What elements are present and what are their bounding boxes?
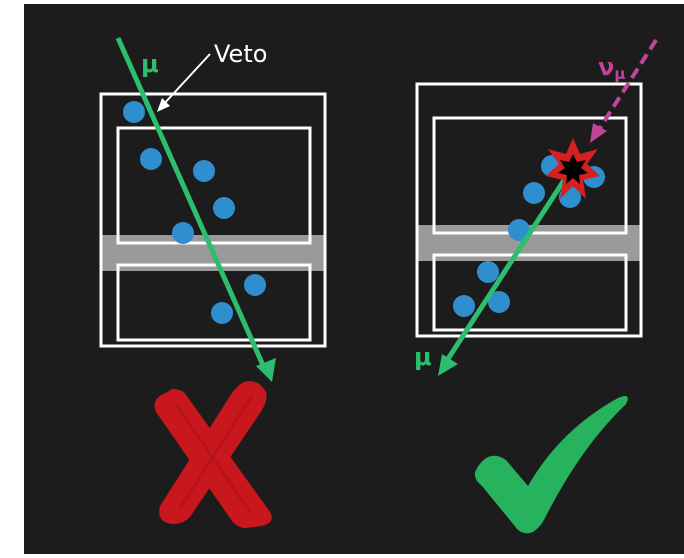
neutrino-track xyxy=(598,38,658,130)
hit-point xyxy=(140,148,162,170)
right-muon-label: μ xyxy=(414,343,432,371)
hit-point xyxy=(211,302,233,324)
cross-mark-icon xyxy=(154,381,272,528)
veto-pointer-head xyxy=(157,98,170,112)
right-muon-arrowhead xyxy=(438,354,458,376)
neutrino-label: νμ xyxy=(598,53,625,83)
left-outer-frame xyxy=(99,92,327,348)
hit-point xyxy=(213,197,235,219)
interaction-core-icon xyxy=(558,154,588,184)
right-outer-frame xyxy=(415,82,643,338)
right-detector: νμ μ xyxy=(414,38,658,376)
left-hits xyxy=(123,101,266,324)
hit-point xyxy=(523,182,545,204)
right-hits xyxy=(453,155,605,317)
hit-point xyxy=(508,219,530,241)
hit-point xyxy=(488,291,510,313)
right-muon-track xyxy=(443,166,575,364)
hit-point xyxy=(123,101,145,123)
left-muon-label: μ xyxy=(141,50,159,78)
left-muon-track xyxy=(115,36,269,377)
right-inner-bottom-box xyxy=(432,253,628,332)
left-inner-bottom-box xyxy=(116,263,312,342)
diagram-background xyxy=(24,4,684,554)
hit-point xyxy=(193,160,215,182)
left-muon-arrowhead xyxy=(256,358,276,382)
left-inner-top-box xyxy=(116,126,312,245)
check-mark-icon xyxy=(474,396,628,534)
hit-point xyxy=(477,261,499,283)
hit-point xyxy=(172,222,194,244)
neutrino-arrowhead xyxy=(590,123,607,143)
veto-label: Veto xyxy=(214,40,267,68)
left-detector: μ Veto xyxy=(99,36,327,382)
veto-pointer xyxy=(161,53,211,107)
hit-point xyxy=(453,295,475,317)
hit-point xyxy=(244,274,266,296)
